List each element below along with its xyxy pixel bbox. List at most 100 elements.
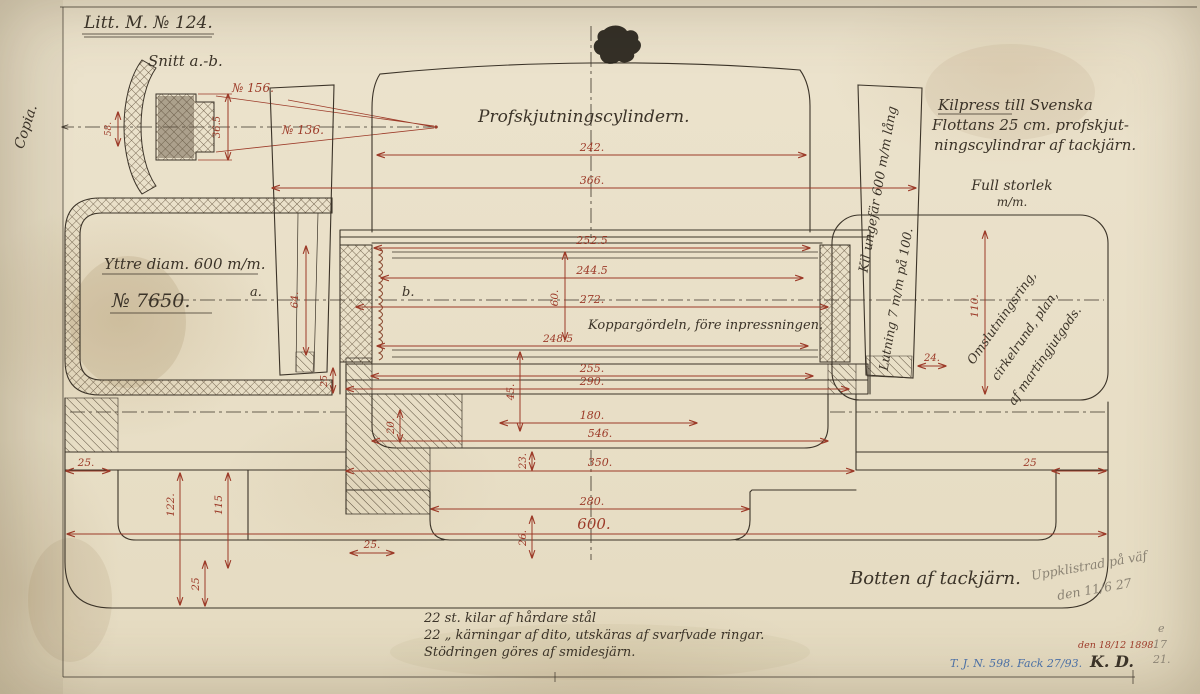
kilpress-title-line1: Kilpress till Svenska [937, 96, 1093, 114]
text-layer: Litt. M. № 124. Copia. Snitt a.-b. № 156… [12, 13, 1171, 671]
sheet-edge-shade [0, 0, 63, 694]
dim-25-mid-label: 25. [363, 539, 381, 551]
dim-180-label: 180. [580, 409, 605, 422]
dim-122-label: 122. [165, 493, 177, 516]
cylinder-title: Profskjutningscylindern. [477, 107, 689, 127]
dim-25-bl-label: 25 [190, 577, 202, 592]
pencil-note-line1: Uppklistrad på väf [1030, 547, 1151, 583]
dim-242-label: 242. [579, 141, 605, 154]
stain [925, 44, 1095, 140]
dim-366-label: 366. [580, 174, 605, 187]
label-b: b. [402, 285, 414, 300]
base-channel [345, 489, 857, 541]
press-body [339, 229, 871, 515]
scale-label: Full storlek [970, 178, 1052, 194]
pencil-mark-e: e [1158, 622, 1165, 635]
date-note: den 18/12 1898. [1078, 640, 1156, 651]
band-lines [345, 363, 869, 395]
dim-60-label: 60. [549, 290, 561, 307]
part-no-7650: № 7650. [111, 290, 190, 312]
outer-diameter-label: Yttre diam. 600 m/m. [104, 255, 266, 273]
part-no-136: № 136. [281, 123, 324, 137]
test-cylinder [371, 62, 811, 233]
dim-58-label: 58. [104, 122, 114, 136]
dim-350-label: 350. [588, 456, 613, 469]
copper-band-dark-fill [158, 96, 194, 158]
monogram: K. D. [1089, 652, 1134, 671]
copper-band-label: Koppargördeln, före inpressningen. [587, 318, 823, 333]
dim-45-label: 45. [505, 384, 517, 402]
dim-23-label: 23. [518, 453, 529, 470]
dim-600-label: 600. [577, 515, 610, 533]
note-line1: 22 st. kilar af hårdare stål [423, 610, 596, 626]
section-title: Snitt a.-b. [148, 52, 223, 70]
base-outline [64, 397, 1109, 609]
dim-252-label: 252.5 [575, 234, 608, 247]
kilpress-title-line3: ningscylindrar af tackjärn. [934, 136, 1136, 154]
copper-band-section [155, 93, 215, 161]
hatched-section-left [345, 357, 463, 515]
part-no-156: № 156. [231, 81, 274, 95]
dim-272-label: 272. [579, 293, 605, 306]
bottom-material-label: Botten af tackjärn. [849, 568, 1021, 589]
dim-546-label: 546. [588, 427, 613, 440]
scale-unit: m/m. [997, 195, 1028, 209]
dim-25-left-label: 25. [77, 457, 95, 469]
litt-number: Litt. M. № 124. [83, 13, 213, 33]
copper-band-left-hatch [339, 244, 373, 363]
dim-290-label: 290. [579, 375, 605, 388]
wedge-bottom-hatch [865, 355, 913, 379]
note-line2: 22 „ kärningar af dito, utskäras af svar… [423, 628, 764, 643]
pencil-mark-17: 17 [1153, 638, 1167, 651]
pencil-mark-21: 21. [1152, 653, 1171, 666]
section-arc-hatched [123, 59, 157, 195]
ink-blot [593, 25, 641, 64]
body-lines [339, 229, 871, 395]
leader-lines [215, 95, 435, 153]
kilpress-title-line2: Flottans 25 cm. profskjut- [931, 116, 1129, 134]
base-step-lines [64, 393, 1109, 541]
dim-25-right-label: 25 [1022, 457, 1037, 469]
body-fine-lines [392, 251, 818, 358]
stain [390, 624, 810, 680]
dim-248-label: 248.5 [542, 333, 573, 345]
dim-255-label: 255. [579, 362, 605, 375]
litt-underline [82, 33, 214, 38]
section-detail [123, 59, 438, 195]
serration-line [377, 247, 383, 361]
wedge-note: Kil ungefär 600 m/m lång [855, 105, 900, 275]
dim-280-label: 280. [579, 495, 605, 508]
cylinder-outline [371, 62, 811, 233]
note-line3: Stödringen göres af smidesjärn. [424, 645, 635, 660]
wedge-slot-lines [295, 212, 319, 373]
dim-244-label: 244.5 [575, 264, 608, 277]
wedge-outline [857, 84, 923, 379]
dim-110-label: 110. [969, 294, 981, 317]
dim-115-label: 115 [213, 495, 225, 515]
stain [28, 538, 112, 662]
left-wedge [269, 84, 335, 376]
label-a: a. [250, 285, 262, 300]
archive-stamp: T. J. N. 598. Fack 27/93. [950, 657, 1082, 670]
ring-band-hatched [64, 197, 333, 396]
frame-lines [60, 6, 1197, 684]
paper-stains [0, 0, 1095, 694]
dimension-lines [66, 94, 1106, 606]
dim-64-label: 64. [289, 292, 301, 309]
dim-26-label: 26. [518, 530, 529, 547]
right-wedge [857, 84, 923, 379]
base-corner-hatch [64, 397, 119, 453]
stain [70, 256, 186, 388]
dim-36-label: 36.5 [212, 116, 223, 138]
copper-band-right-hatch [819, 244, 851, 363]
wedge-outline [269, 84, 335, 376]
left-ring-block [64, 197, 333, 396]
dim-25-band-label: 25 [319, 375, 330, 388]
wedge-slot-hatch [295, 351, 315, 373]
sheet-frame [60, 6, 1197, 684]
dim-20-label: 20. [386, 418, 397, 435]
leader-point [434, 125, 438, 129]
axis-centerlines [70, 26, 1105, 560]
